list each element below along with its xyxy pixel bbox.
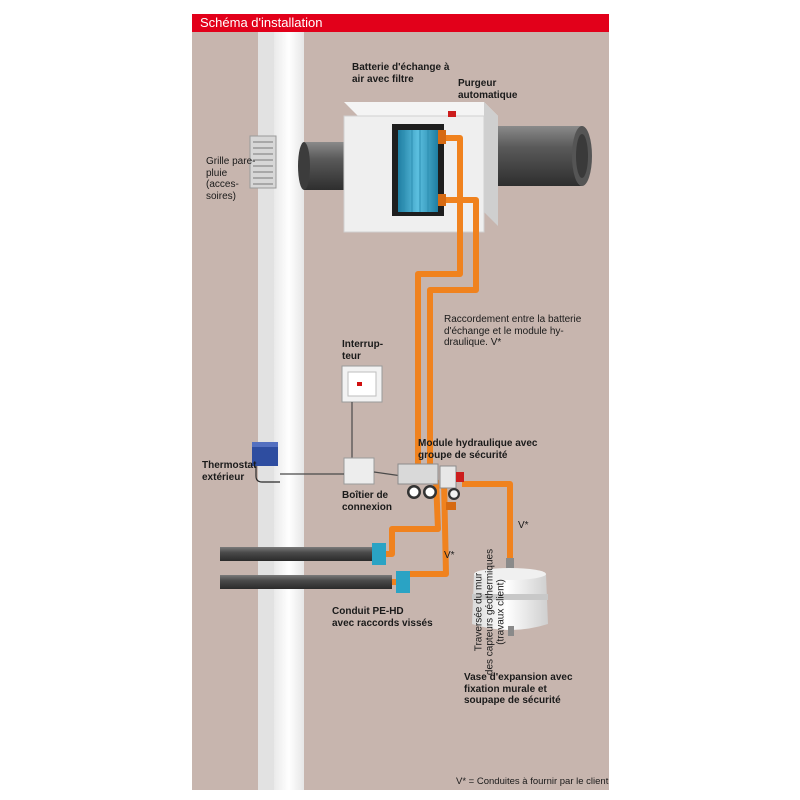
rain-grille	[249, 135, 277, 189]
air-duct-left-end	[298, 142, 310, 190]
expansion-tank	[472, 558, 548, 636]
switch-box	[341, 365, 383, 403]
exchanger-coil	[398, 130, 438, 212]
footnote: V* = Conduites à fournir par le client	[456, 776, 609, 787]
label-auto-purge: Purgeur automatique	[458, 78, 518, 101]
outdoor-thermostat	[252, 442, 280, 483]
pipe-fitting	[438, 194, 446, 206]
label-wall-crossing: Traversée du mur des capteurs géothermiq…	[473, 548, 507, 676]
connection-box	[280, 457, 403, 485]
label-v-star-right: V*	[518, 520, 529, 531]
label-connection-box: Boîtier de connexion	[342, 490, 393, 513]
label-switch: Interrup- teur	[342, 339, 384, 362]
label-expansion-tank: Vase d'expansion avec fixation murale et…	[464, 672, 573, 706]
heat-exchanger-box	[343, 102, 498, 233]
label-exchanger-battery: Batterie d'échange à air avec filtre	[352, 62, 450, 85]
label-connection: Raccordement entre la batterie d'échange…	[444, 314, 582, 348]
label-hydraulic-module: Module hydraulique avec groupe de sécuri…	[418, 438, 538, 461]
wall-face	[274, 32, 304, 790]
pipe-fitting	[438, 130, 446, 144]
pipe-connector	[396, 571, 410, 593]
header-bar: Schéma d'installation	[192, 14, 609, 32]
diagram-canvas: Schéma d'installation Batterie d'échange…	[192, 14, 609, 790]
ground-pipe-upper	[220, 547, 380, 561]
header-title: Schéma d'installation	[200, 15, 323, 30]
label-thermostat: Thermostat extérieur	[202, 460, 257, 483]
air-duct-left	[304, 142, 350, 190]
label-rain-grille: Grille pare- pluie (acces- soires)	[206, 156, 256, 202]
ground-pipe-lower	[220, 575, 392, 589]
air-duct-right	[482, 126, 582, 186]
purge-valve-cap	[448, 111, 456, 117]
installation-diagram	[220, 14, 592, 790]
label-pe-hd-conduit: Conduit PE-HD avec raccords vissés	[332, 606, 433, 629]
pipe-connector	[372, 543, 386, 565]
hydraulic-module	[397, 463, 464, 510]
label-v-star-mid: V*	[444, 550, 455, 561]
